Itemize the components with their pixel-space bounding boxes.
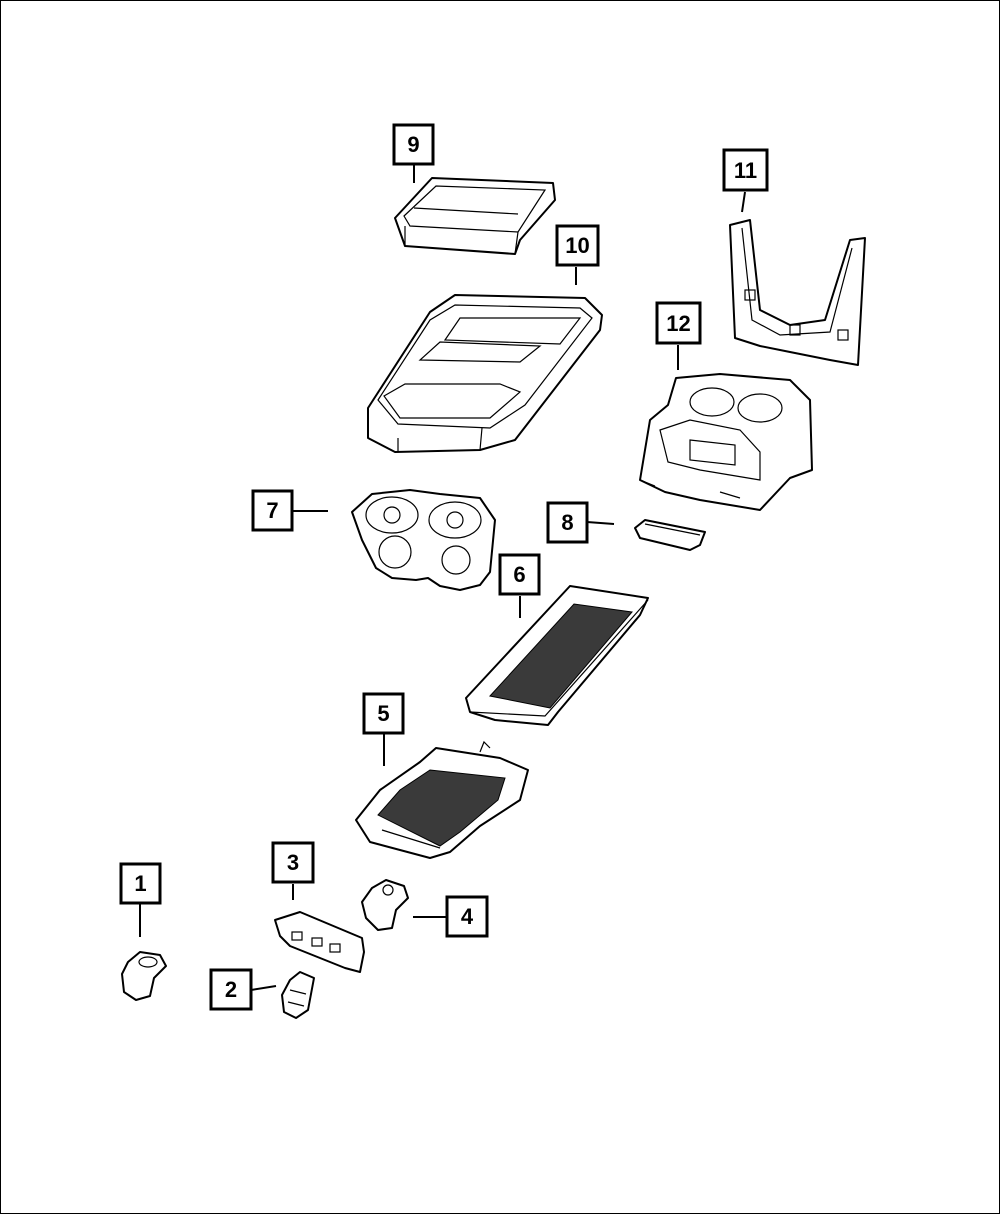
callout-8-label: 8 [561, 510, 573, 535]
callout-2-label: 2 [225, 977, 237, 1002]
callout-10: 10 [555, 224, 600, 267]
callout-6-label: 6 [513, 562, 525, 587]
callout-1-label: 1 [134, 871, 146, 896]
callout-6: 6 [498, 553, 541, 596]
callout-4: 4 [445, 895, 489, 938]
callout-2: 2 [209, 968, 253, 1011]
callout-1: 1 [119, 862, 162, 905]
part-12-console-base [639, 373, 813, 511]
part-3-switch-bezel [274, 911, 365, 973]
callout-12-label: 12 [666, 311, 690, 336]
callout-11: 11 [722, 148, 769, 192]
callout-10-label: 10 [565, 233, 589, 258]
callout-4-label: 4 [461, 904, 474, 929]
part-8-clip [634, 519, 706, 551]
callout-7-label: 7 [266, 498, 278, 523]
part-10-bezel [367, 294, 603, 453]
part-4-connector [361, 879, 409, 931]
leader-lines [139, 165, 746, 991]
callout-11-label: 11 [734, 158, 757, 183]
part-11-trim [729, 219, 866, 366]
callout-7: 7 [251, 489, 294, 532]
callout-9-label: 9 [407, 132, 419, 157]
part-1-socket [121, 951, 167, 1001]
callout-5: 5 [362, 692, 405, 735]
callout-3: 3 [271, 841, 315, 884]
callout-9: 9 [392, 123, 435, 166]
part-9-tray [394, 177, 556, 255]
callout-8: 8 [546, 501, 589, 544]
callout-5-label: 5 [377, 701, 389, 726]
callout-12: 12 [655, 301, 702, 345]
part-6-mat-tray [465, 585, 649, 726]
part-2-plug [281, 971, 315, 1019]
callout-3-label: 3 [287, 850, 299, 875]
part-5-lower-tray [355, 740, 529, 859]
part-7-cup-holder [351, 489, 496, 591]
